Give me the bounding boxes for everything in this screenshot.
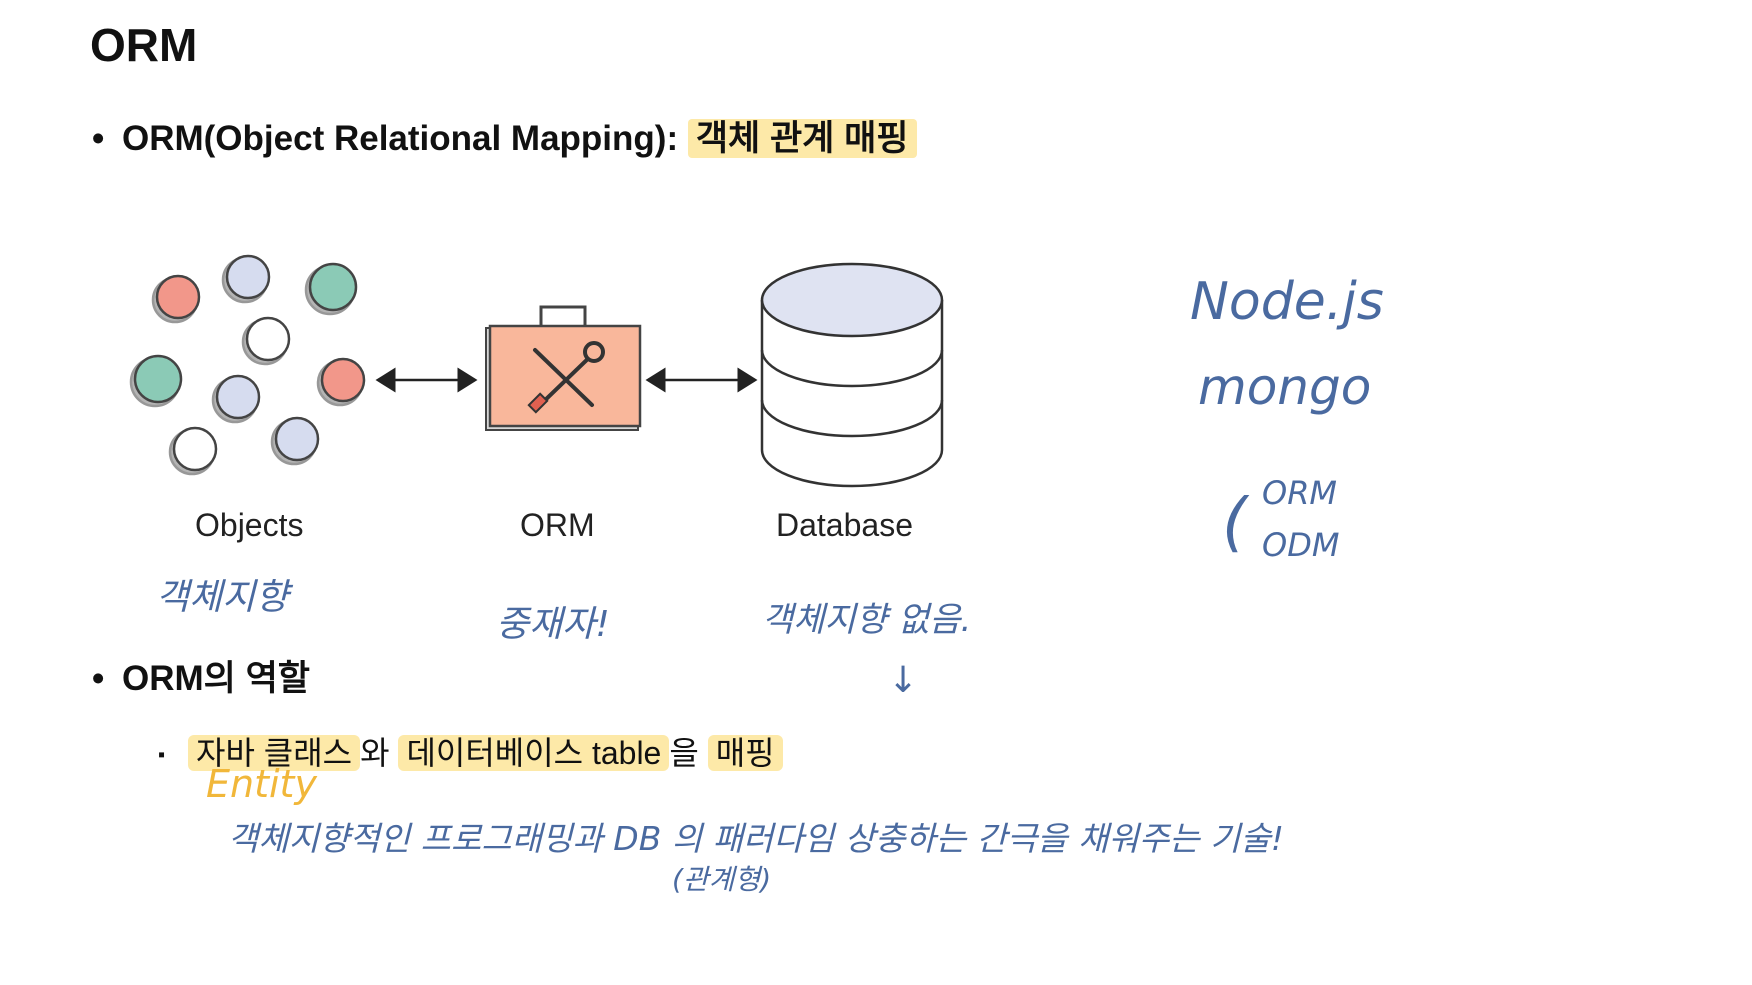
- orm-role-text: ORM의 역할: [122, 659, 310, 698]
- database-icon: [760, 262, 944, 488]
- handwritten-orm-note: 중재자!: [496, 604, 610, 645]
- object-circles: [129, 254, 366, 476]
- orm-definition-text: ORM(Object Relational Mapping):: [122, 119, 679, 158]
- object-circle-white-1: [241, 316, 291, 366]
- handwritten-orm: ORM: [1262, 474, 1338, 512]
- slide-title: ORM: [90, 19, 198, 71]
- label-orm: ORM: [520, 507, 595, 543]
- handwritten-bracket: (: [1222, 486, 1247, 560]
- object-circle-coral-2: [316, 357, 366, 407]
- toolbox-icon: [485, 305, 642, 431]
- handwritten-down-arrow: ↓: [888, 660, 919, 701]
- handwritten-objects-note: 객체지향: [156, 577, 289, 618]
- mapping-highlight: 매핑: [707, 735, 783, 771]
- handwritten-nodejs: Node.js: [1190, 272, 1384, 332]
- label-database: Database: [776, 507, 913, 543]
- object-circle-teal-2: [129, 354, 183, 408]
- handwritten-db-note: 객체지향 없음.: [762, 600, 972, 640]
- java-class-highlight: 자바 클래스: [188, 735, 361, 771]
- object-circle-lavender-3: [270, 416, 320, 466]
- object-circle-lavender-2: [211, 374, 261, 424]
- handwritten-mongo: mongo: [1198, 358, 1372, 416]
- object-circle-lavender-1: [221, 254, 271, 304]
- db-table-highlight: 데이터베이스 table: [398, 735, 670, 771]
- object-circle-teal-1: [304, 262, 358, 316]
- sub-text-object-particle: 을: [669, 735, 708, 771]
- handwritten-entity: Entity: [206, 762, 317, 806]
- bullet-orm-definition: • ORM(Object Relational Mapping): 객체 관계 매…: [92, 110, 917, 161]
- sub-bullet-marker: ▪: [158, 744, 166, 767]
- handwritten-odm: ODM: [1262, 526, 1340, 564]
- orm-korean-highlight: 객체 관계 매핑: [687, 119, 917, 158]
- object-circle-white-2: [168, 426, 218, 476]
- bullet-marker: •: [92, 659, 105, 698]
- object-circle-coral-1: [151, 274, 201, 324]
- label-objects: Objects: [195, 507, 304, 543]
- sub-text-and: 와: [360, 735, 399, 771]
- handwritten-explanation: 객체지향적인 프로그래밍과 DB 의 패러다임 상충하는 간극을 채워주는 기술…: [228, 819, 1284, 858]
- bullet-orm-role: • ORM의 역할: [92, 650, 310, 701]
- bullet-marker: •: [92, 119, 105, 158]
- handwritten-db-relational: (관계형): [672, 863, 772, 896]
